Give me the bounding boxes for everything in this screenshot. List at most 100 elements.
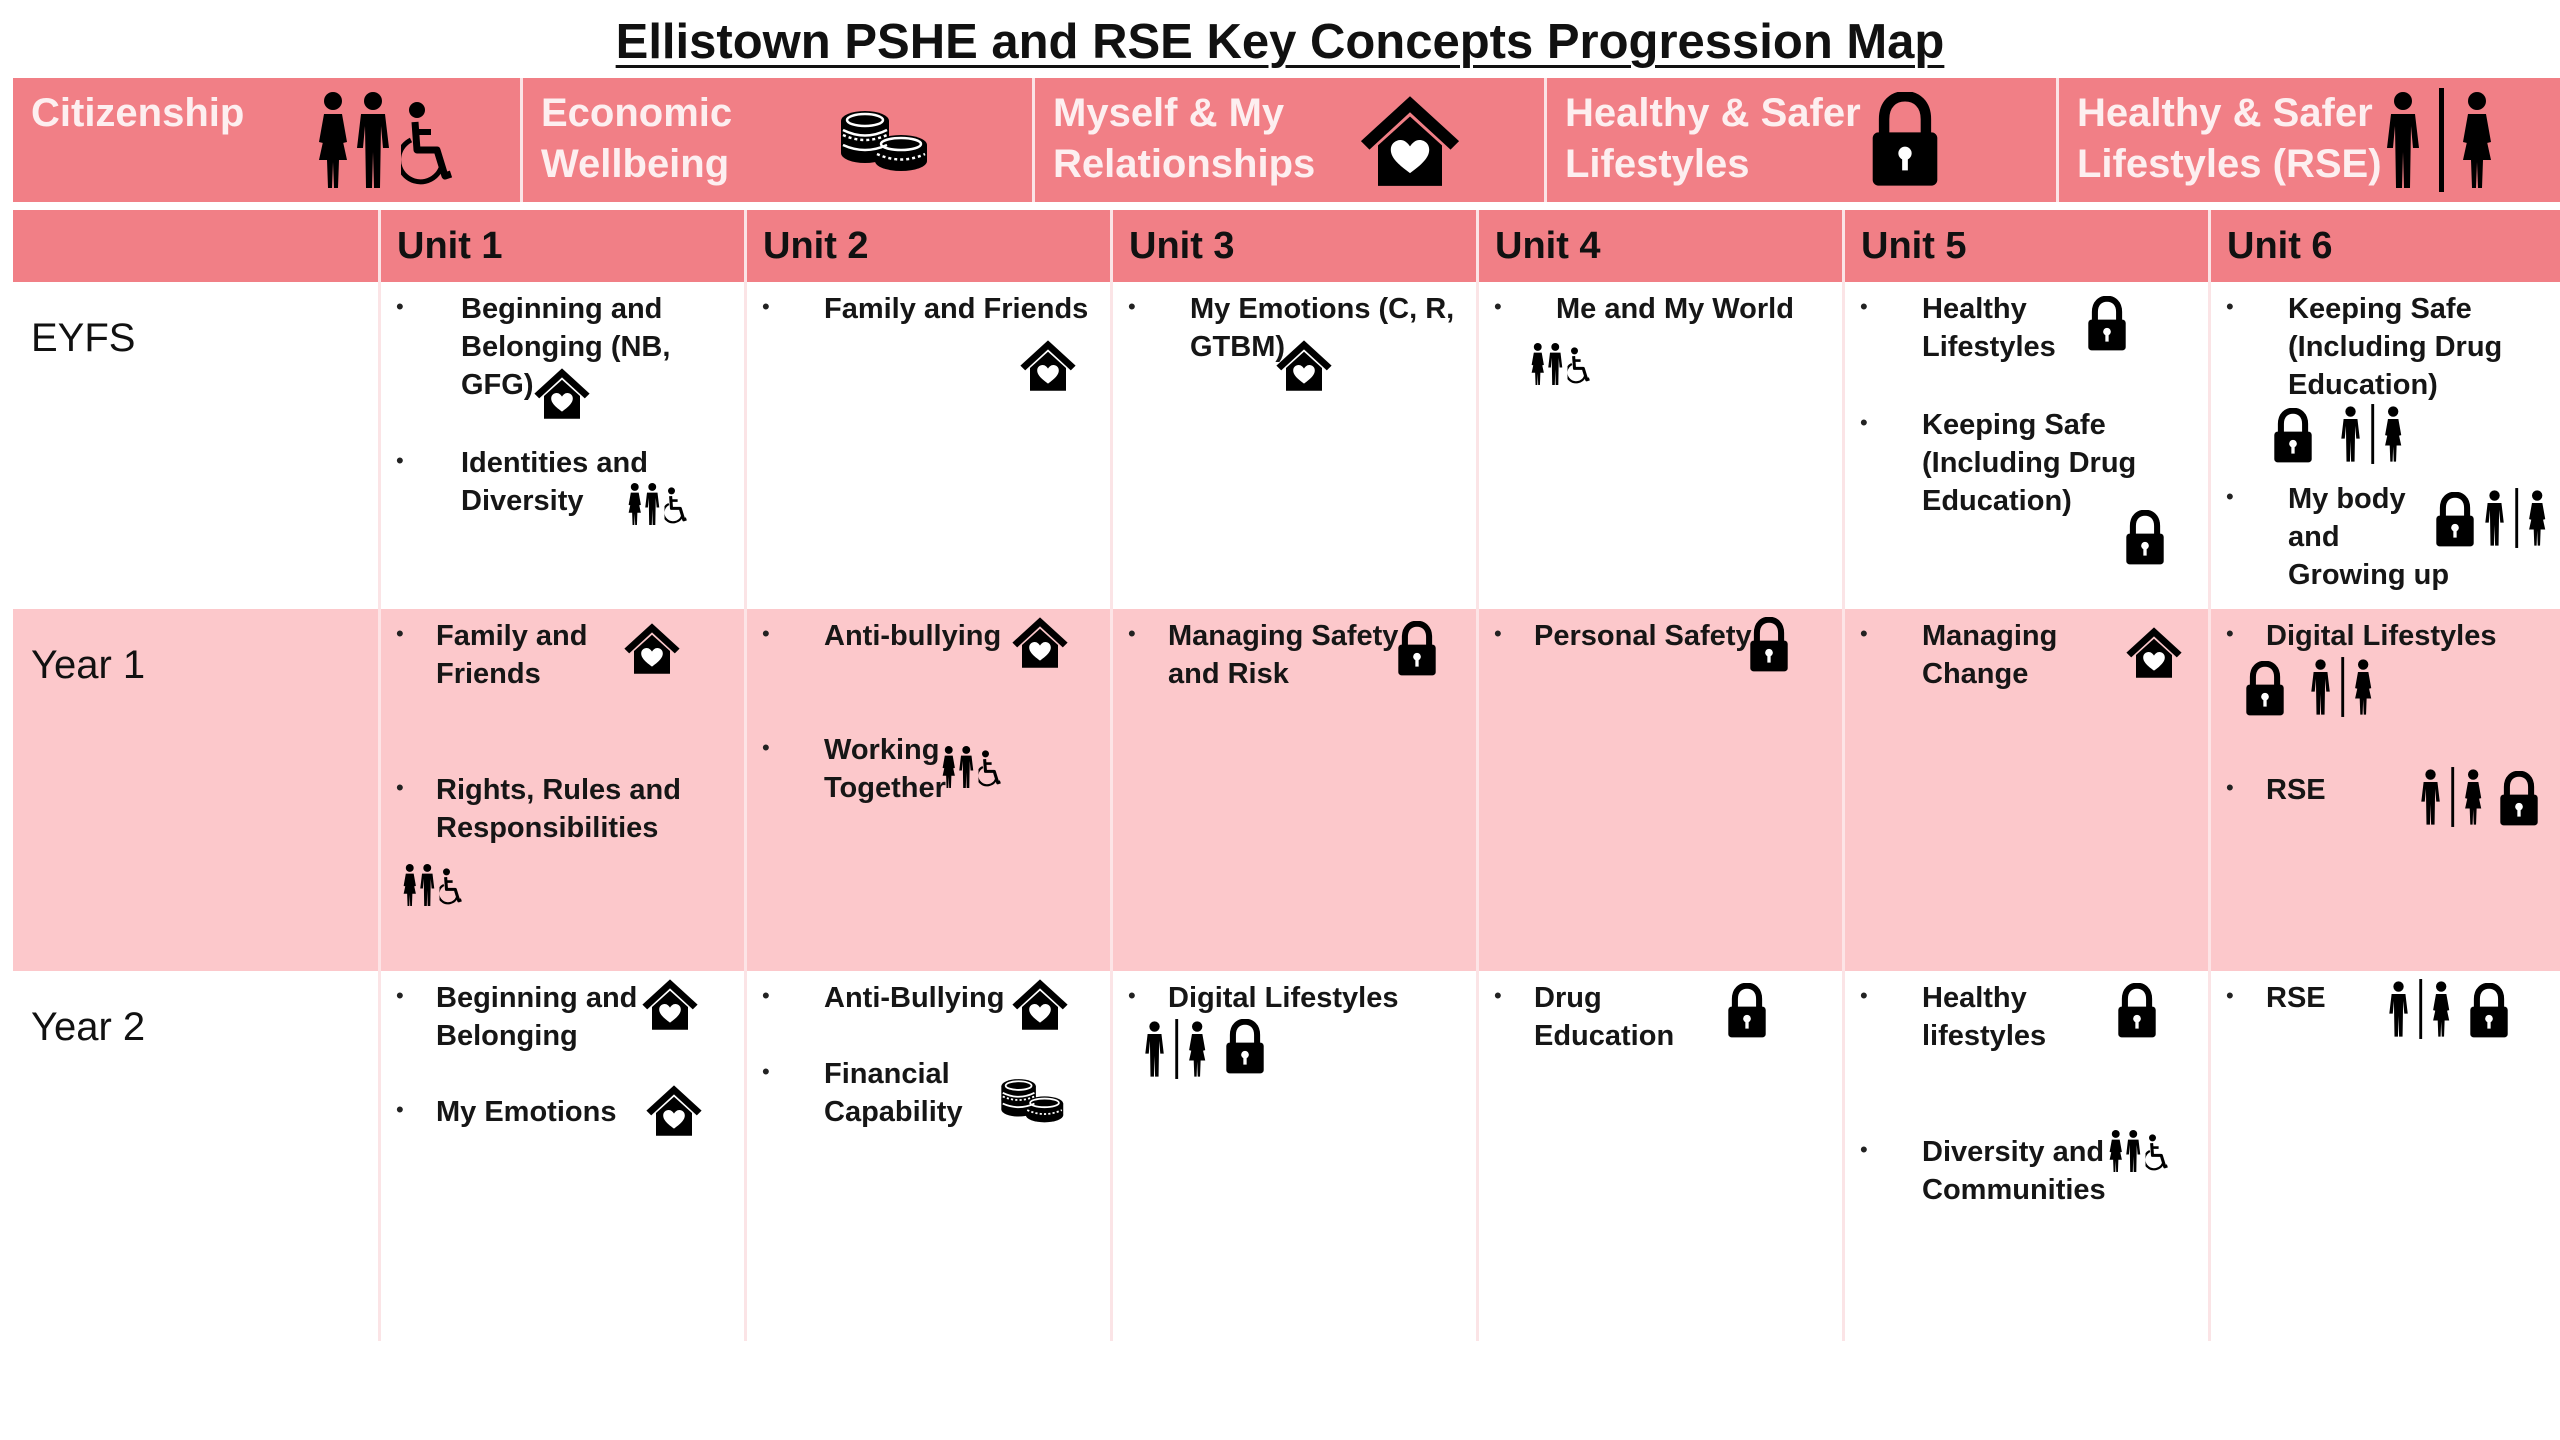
cell-year1-unit6: • Digital Lifestyles • RSE bbox=[2208, 609, 2560, 971]
topic-item: RSE bbox=[2266, 982, 2326, 1014]
topic-item: Keeping Safe (Including Drug Education) bbox=[1922, 409, 2137, 517]
toilet-sign-icon bbox=[2419, 767, 2487, 827]
topic-item: Identities and Diversity bbox=[461, 447, 648, 517]
people-icon bbox=[626, 482, 696, 526]
padlock-icon bbox=[2085, 296, 2129, 352]
bullet-icon: • bbox=[1128, 621, 1136, 646]
toilet-sign-icon bbox=[2383, 88, 2501, 192]
toilet-sign-icon bbox=[1143, 1019, 1211, 1079]
page-title: Ellistown PSHE and RSE Key Concepts Prog… bbox=[615, 15, 1945, 69]
house-heart-icon bbox=[1009, 977, 1071, 1031]
house-heart-icon bbox=[531, 366, 593, 420]
topic-item: Family and Friends bbox=[436, 620, 588, 690]
bullet-icon: • bbox=[1860, 621, 1868, 646]
cell-year1-unit1: • Family and Friends • Rights, Rules and… bbox=[378, 609, 744, 971]
key-label: Citizenship bbox=[31, 91, 245, 135]
cell-year1-unit3: • Managing Safety and Risk bbox=[1110, 609, 1476, 971]
bullet-icon: • bbox=[1860, 983, 1868, 1008]
topic-item: Rights, Rules and Responsibilities bbox=[436, 774, 681, 844]
topic-item: Digital Lifestyles bbox=[1168, 982, 1399, 1014]
cell-year1-unit5: • Managing Change bbox=[1842, 609, 2208, 971]
house-heart-icon bbox=[621, 621, 683, 675]
bullet-icon: • bbox=[2226, 983, 2234, 1008]
padlock-icon bbox=[1223, 1019, 1267, 1075]
topic-item: Financial Capability bbox=[824, 1058, 963, 1128]
coins-icon bbox=[835, 103, 935, 177]
cell-eyfs-unit5: • Healthy Lifestyles • Keeping Safe (Inc… bbox=[1842, 282, 2208, 609]
topic-item: Managing Safety and Risk bbox=[1168, 620, 1399, 690]
house-heart-icon bbox=[1017, 338, 1079, 392]
bullet-icon: • bbox=[762, 983, 770, 1008]
cell-eyfs-unit6: • Keeping Safe (Including Drug Education… bbox=[2208, 282, 2560, 609]
bullet-icon: • bbox=[1860, 1137, 1868, 1162]
bullet-icon: • bbox=[1860, 410, 1868, 435]
house-heart-icon bbox=[1009, 615, 1071, 669]
bullet-icon: • bbox=[762, 621, 770, 646]
topic-item: Managing Change bbox=[1922, 620, 2058, 690]
bullet-icon: • bbox=[2226, 621, 2234, 646]
padlock-icon bbox=[2243, 661, 2287, 717]
unit-header: Unit 1 bbox=[378, 210, 744, 282]
topic-item: Diversity and Communities bbox=[1922, 1136, 2106, 1206]
house-heart-icon bbox=[1355, 92, 1465, 188]
key-label: Economic Wellbeing bbox=[541, 91, 733, 186]
bullet-icon: • bbox=[1860, 294, 1868, 319]
topic-item: Keeping Safe (Including Drug Education) bbox=[2288, 293, 2503, 401]
topic-item: My Emotions bbox=[436, 1096, 617, 1128]
topic-item: Healthy lifestyles bbox=[1922, 982, 2047, 1052]
topic-item: Beginning and Belonging bbox=[436, 982, 638, 1052]
key-label: Healthy & Safer Lifestyles (RSE) bbox=[2077, 91, 2382, 186]
cell-year2-unit2: • Anti-Bullying • Financial Capability bbox=[744, 971, 1110, 1341]
bullet-icon: • bbox=[762, 1059, 770, 1084]
bullet-icon: • bbox=[1494, 983, 1502, 1008]
padlock-icon bbox=[2123, 510, 2167, 566]
bullet-icon: • bbox=[396, 294, 404, 319]
key-citizenship: Citizenship bbox=[13, 78, 523, 202]
key-label: Myself & My Relationships bbox=[1053, 91, 1316, 186]
bullet-icon: • bbox=[1494, 294, 1502, 319]
topic-item: Beginning and Belonging (NB, GFG) bbox=[461, 293, 671, 401]
progression-grid: Unit 1 Unit 2 Unit 3 Unit 4 Unit 5 Unit … bbox=[13, 210, 2560, 1341]
bullet-icon: • bbox=[762, 294, 770, 319]
toilet-sign-icon bbox=[2309, 657, 2377, 717]
topic-item: My body and Growing up bbox=[2288, 483, 2450, 591]
house-heart-icon bbox=[1273, 338, 1335, 392]
cell-eyfs-unit2: • Family and Friends bbox=[744, 282, 1110, 609]
padlock-icon bbox=[2271, 408, 2315, 464]
cell-year2-unit3: • Digital Lifestyles bbox=[1110, 971, 1476, 1341]
topic-item: Working Together bbox=[824, 734, 946, 804]
bullet-icon: • bbox=[1128, 294, 1136, 319]
topic-item: Anti-bullying bbox=[824, 620, 1002, 652]
bullet-icon: • bbox=[396, 983, 404, 1008]
topic-item: Digital Lifestyles bbox=[2266, 620, 2497, 652]
unit-header: Unit 2 bbox=[744, 210, 1110, 282]
topic-item: Anti-Bullying bbox=[824, 982, 1005, 1014]
people-icon bbox=[2107, 1129, 2177, 1173]
cell-year1-unit4: • Personal Safety bbox=[1476, 609, 1842, 971]
bullet-icon: • bbox=[1128, 983, 1136, 1008]
toilet-sign-icon bbox=[2483, 488, 2551, 548]
cell-year2-unit6: • RSE bbox=[2208, 971, 2560, 1341]
key-bar: Citizenship Economic Wellbeing Myself & … bbox=[13, 78, 2560, 202]
topic-item: Family and Friends bbox=[824, 293, 1089, 325]
row-label-year2: Year 2 bbox=[31, 1005, 146, 1049]
bullet-icon: • bbox=[396, 1097, 404, 1122]
bullet-icon: • bbox=[2226, 775, 2234, 800]
toilet-sign-icon bbox=[2339, 404, 2407, 464]
cell-year2-unit5: • Healthy lifestyles • Diversity and Com… bbox=[1842, 971, 2208, 1341]
people-icon bbox=[401, 863, 471, 907]
bullet-icon: • bbox=[762, 735, 770, 760]
padlock-icon bbox=[2467, 983, 2511, 1039]
padlock-icon bbox=[1725, 983, 1769, 1039]
bullet-icon: • bbox=[396, 621, 404, 646]
coins-icon bbox=[997, 1073, 1069, 1127]
topic-item: Personal Safety bbox=[1534, 620, 1752, 652]
padlock-icon bbox=[1747, 617, 1791, 673]
unit-header: Unit 4 bbox=[1476, 210, 1842, 282]
bullet-icon: • bbox=[396, 448, 404, 473]
bullet-icon: • bbox=[2226, 294, 2234, 319]
house-heart-icon bbox=[643, 1083, 705, 1137]
key-healthy-safer-lifestyles: Healthy & Safer Lifestyles bbox=[1547, 78, 2059, 202]
cell-eyfs-unit1: • Beginning and Belonging (NB, GFG) • Id… bbox=[378, 282, 744, 609]
toilet-sign-icon bbox=[2387, 979, 2455, 1039]
